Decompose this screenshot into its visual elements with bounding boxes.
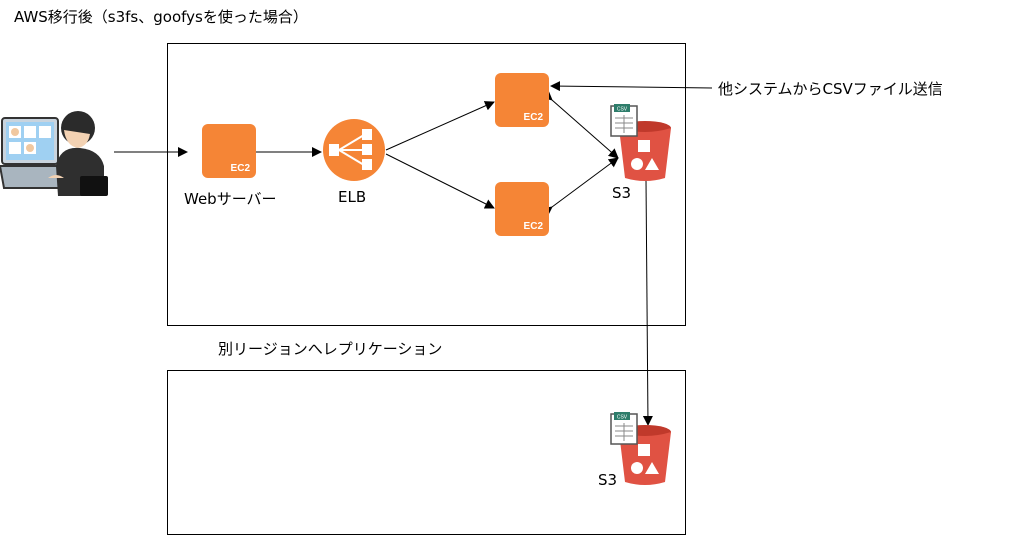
s3-label: S3 [612,184,632,202]
user-laptop-icon [0,111,108,196]
webserver-ec2-text: EC2 [230,163,250,174]
csv-tag-text: CSV [617,107,628,113]
elb-label: ELB [338,188,367,206]
s3-replication-arrow [642,179,653,426]
external-to-ec2-arrow [550,81,713,92]
s3-replica-label: S3 [598,471,618,489]
replica-region-frame [167,370,686,535]
webserver-label: Webサーバー [184,190,277,208]
page-title: AWS移行後（s3fs、goofysを使った場合） [14,8,308,26]
webserver-ec2-icon: EC2 [202,124,256,178]
elb-to-ec2-top-arrow [385,101,495,151]
ec2-bottom-text: EC2 [523,221,543,232]
replication-annotation: 別リージョンへレプリケーション [218,340,443,358]
csv-replica-tag-text: CSV [617,415,628,421]
elb-to-ec2-bottom-arrow [385,153,495,209]
s3-bucket-icon: CSV [610,104,671,181]
ec2-top-icon: EC2 [495,73,549,127]
ec2-top-text: EC2 [523,112,543,123]
ec2-bottom-s3-arrow [541,157,619,217]
ec2-top-s3-arrow [541,90,619,159]
external-system-annotation: 他システムからCSVファイル送信 [718,80,943,98]
s3-replica-bucket-icon: CSV [610,412,671,485]
ec2-bottom-icon: EC2 [495,182,549,236]
elb-icon [323,119,385,181]
